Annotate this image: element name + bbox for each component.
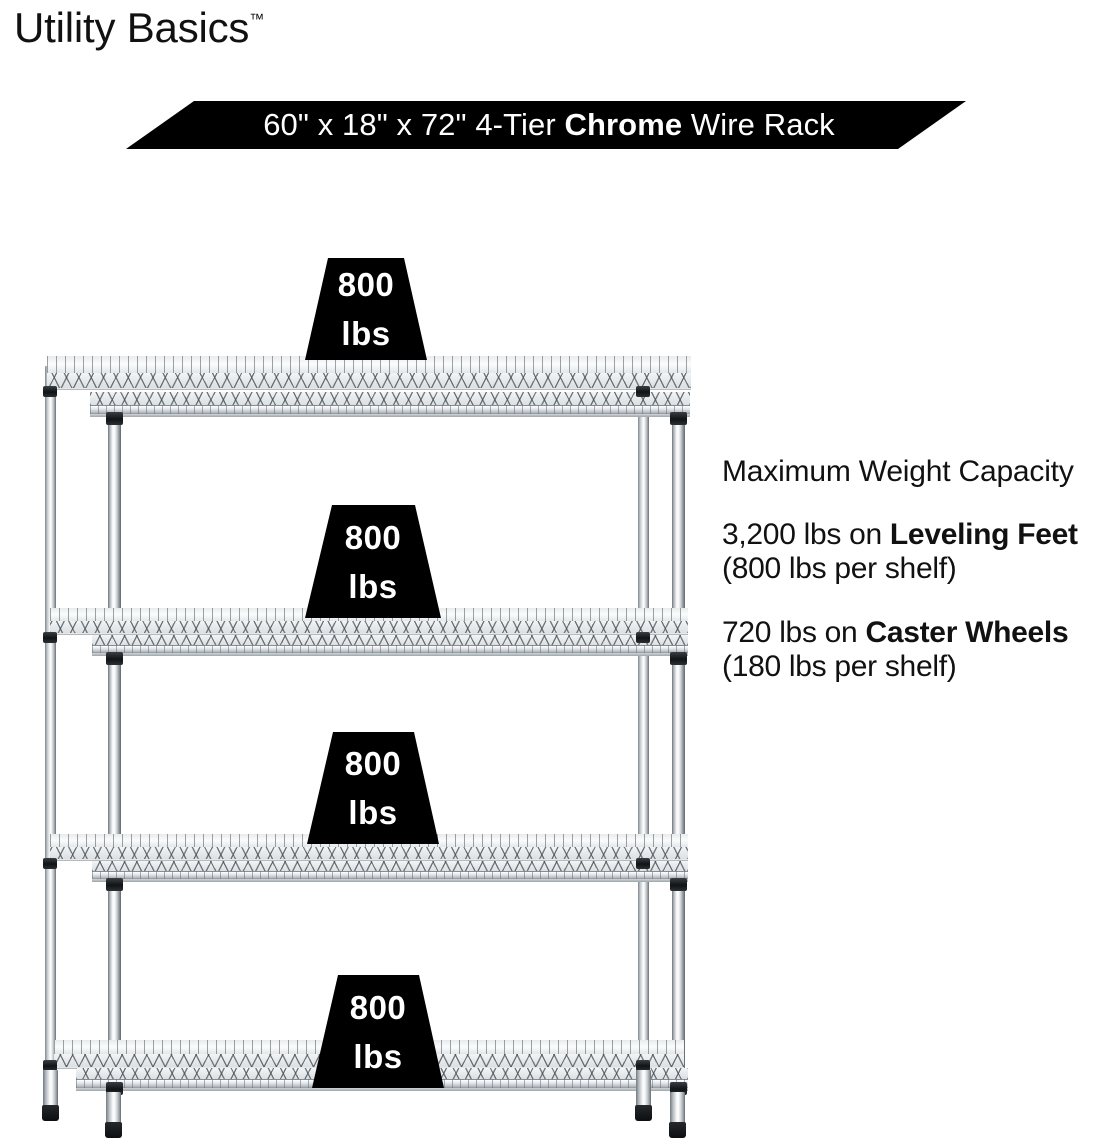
badge-3-value: 800 (344, 745, 402, 782)
badge-1-value: 800 (337, 266, 395, 303)
title-bold-chrome: Chrome (564, 107, 683, 142)
wire-rack-illustration: 800 lbs 800 lbs 800 lbs 800 lbs (42, 258, 691, 1138)
leveling-foot-tip-front-left (105, 1122, 122, 1138)
shelf-1-mesh-top (47, 356, 691, 374)
shelf-3-collar-back-right (636, 858, 650, 869)
shelf-1-front-truss (90, 392, 690, 406)
shelf-3-rail (50, 859, 688, 861)
shelf-3-front-lip (92, 879, 688, 882)
shelf-2-rail (50, 633, 688, 635)
shelf-2-collar-front-right (670, 652, 687, 665)
leveling-foot-back-right (636, 1070, 651, 1110)
shelf-2-front-lip (92, 653, 688, 656)
brand-wordmark: Utility Basics™ (14, 4, 264, 52)
leveling-foot-tip-back-left (42, 1105, 59, 1121)
rack-post-front-left (108, 392, 121, 1082)
shelf-2-front-truss (92, 635, 688, 646)
shelf-1-collar-back-left (43, 386, 57, 397)
shelf-2-collar-back-right (636, 632, 650, 643)
capacity-heading: Maximum Weight Capacity (722, 455, 1074, 488)
badge-2-value: 800 (344, 518, 402, 556)
leveling-foot-tip-front-right (669, 1122, 686, 1138)
shelf-4-collar-front-left (106, 1082, 123, 1095)
badge-4-value: 800 (349, 988, 407, 1026)
title-suffix: Wire Rack (682, 107, 835, 142)
badge-1-unit: lbs (341, 315, 391, 352)
leveling-suffix: (800 lbs per shelf) (722, 552, 957, 586)
shelf-1-collar-front-right (670, 412, 687, 425)
leveling-foot-back-left (43, 1070, 58, 1110)
shelf-1-collar-front-left (106, 412, 123, 425)
shelf-tier-2-front (92, 635, 688, 661)
caster-wheels-capacity: 720 lbs on Caster Wheels (180 lbs per sh… (722, 616, 1120, 685)
leveling-foot-front-right (670, 1092, 685, 1128)
shelf-4-collar-front-right (670, 1082, 687, 1095)
shelf-2-collar-front-left (106, 652, 123, 665)
shelf-3-collar-front-left (106, 878, 123, 891)
shelf-1-truss (47, 373, 691, 389)
shelf-1-rail (47, 388, 691, 390)
capacity-badge-tier-2: 800 lbs (305, 505, 441, 618)
shelf-tier-3-front (92, 861, 688, 887)
leveling-foot-tip-back-right (635, 1105, 652, 1121)
caster-prefix: 720 lbs on (722, 615, 866, 649)
leveling-bold-label: Leveling Feet (889, 517, 1078, 551)
shelf-3-collar-back-left (43, 858, 57, 869)
badge-2-unit: lbs (348, 567, 398, 605)
shelf-3-collar-front-right (670, 878, 687, 891)
product-title-banner: 60" x 18" x 72" 4-Tier Chrome Wire Rack (126, 101, 966, 149)
shelf-4-collar-back-right (636, 1060, 650, 1071)
caster-suffix: (180 lbs per shelf) (722, 650, 957, 684)
badge-3-unit: lbs (348, 794, 398, 831)
leveling-feet-capacity: 3,200 lbs on Leveling Feet (800 lbs per … (722, 518, 1120, 587)
shelf-3-truss (50, 847, 688, 860)
shelf-4-front-lip (76, 1088, 688, 1091)
title-prefix: 60" x 18" x 72" 4-Tier (263, 107, 565, 142)
rack-post-back-right (638, 366, 649, 1101)
capacity-badge-tier-3: 800 lbs (307, 732, 439, 844)
brand-name: Utility Basics (14, 4, 250, 51)
caster-bold-label: Caster Wheels (865, 615, 1069, 649)
shelf-2-collar-back-left (43, 632, 57, 643)
capacity-copy-block: Maximum Weight Capacity 3,200 lbs on Lev… (722, 455, 1120, 685)
capacity-badge-tier-4: 800 lbs (312, 975, 444, 1088)
leveling-prefix: 3,200 lbs on (722, 517, 890, 551)
shelf-3-front-truss (92, 861, 688, 872)
shelf-2-truss (50, 621, 688, 634)
product-title-text: 60" x 18" x 72" 4-Tier Chrome Wire Rack (263, 107, 835, 143)
trademark-symbol: ™ (249, 11, 265, 28)
capacity-badge-tier-1: 800 lbs (305, 258, 427, 360)
shelf-1-front-lip (90, 414, 690, 417)
rack-post-front-right (672, 392, 685, 1082)
shelf-1-collar-back-right (636, 386, 650, 397)
shelf-tier-1 (47, 356, 691, 418)
shelf-tier-1-front (90, 392, 690, 422)
shelf-4-collar-back-left (43, 1060, 57, 1071)
leveling-foot-front-left (106, 1092, 121, 1128)
badge-4-unit: lbs (353, 1037, 403, 1075)
rack-post-back-left (45, 366, 56, 1101)
